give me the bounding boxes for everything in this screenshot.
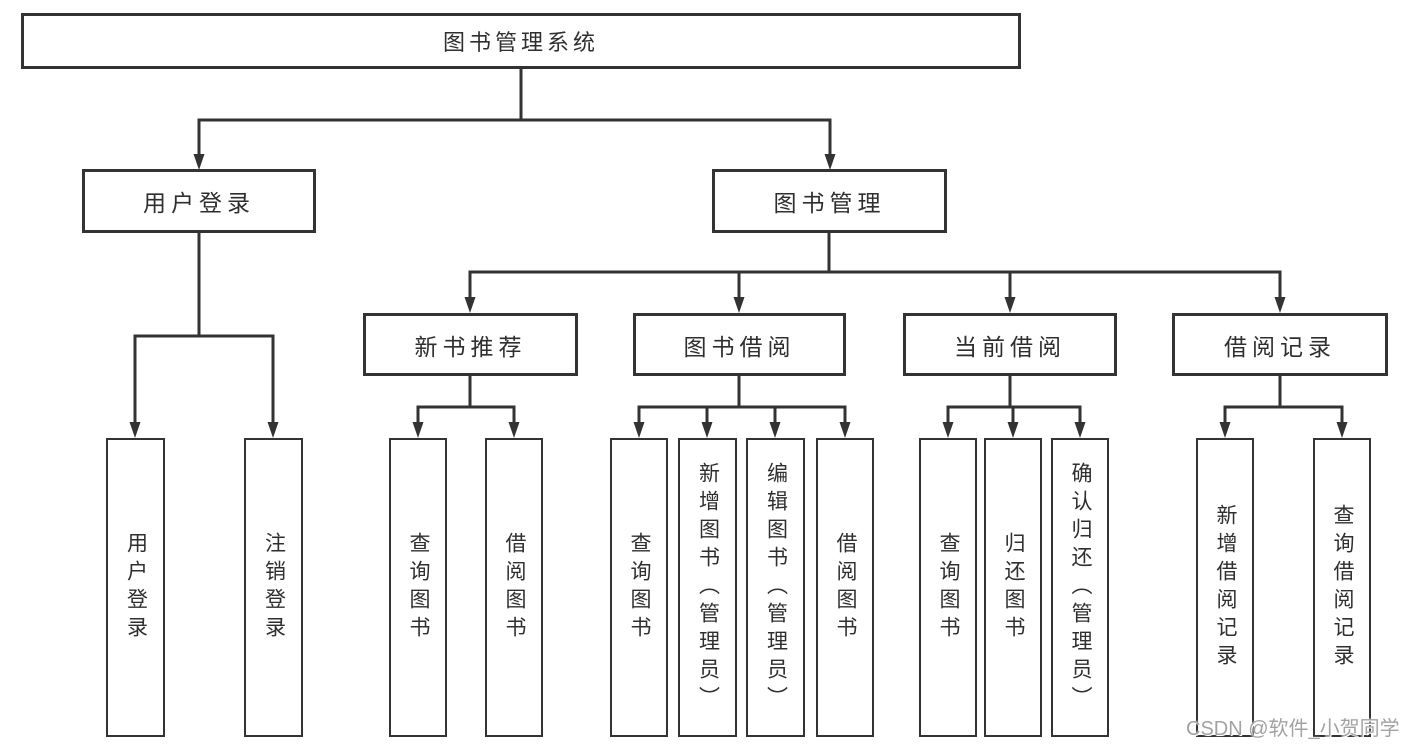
leaf-logout: 注销登录 <box>244 438 303 737</box>
node-new-book-recommendation: 新书推荐 <box>363 313 578 376</box>
node-book-management: 图书管理 <box>712 169 947 233</box>
node-book-borrowing: 图书借阅 <box>633 313 846 376</box>
leaf-borrow-books-borrowing: 借阅图书 <box>816 438 874 737</box>
node-borrowing-records: 借阅记录 <box>1172 313 1388 376</box>
node-label: 查询图书 <box>937 531 960 644</box>
node-label: 新书推荐 <box>414 333 527 360</box>
leaf-borrow-books-recommend: 借阅图书 <box>485 438 543 737</box>
node-label: 新增图书（管理员） <box>696 461 720 714</box>
leaf-query-books-recommend: 查询图书 <box>389 438 447 737</box>
node-label: 归还图书 <box>1002 531 1025 644</box>
node-label: 用户登录 <box>124 531 148 644</box>
node-user-login: 用户登录 <box>82 169 316 233</box>
leaf-query-borrowing-record: 查询借阅记录 <box>1313 438 1371 737</box>
node-current-borrowing: 当前借阅 <box>903 313 1117 376</box>
node-label: 借阅图书 <box>503 531 526 644</box>
node-label: 当前借阅 <box>954 333 1066 360</box>
node-label: 用户登录 <box>143 190 255 216</box>
node-label: 查询借阅记录 <box>1331 503 1354 672</box>
leaf-confirm-return-admin: 确认归还（管理员） <box>1051 438 1109 737</box>
leaf-query-books-current: 查询图书 <box>919 438 977 737</box>
leaf-add-book-admin: 新增图书（管理员） <box>678 438 737 737</box>
node-label: 图书借阅 <box>683 333 796 360</box>
leaf-add-borrowing-record: 新增借阅记录 <box>1196 438 1254 737</box>
node-label: 图书管理 <box>773 190 886 216</box>
node-label: 新增借阅记录 <box>1214 503 1237 672</box>
csdn-watermark: CSDN @软件_小贺同学 <box>1186 718 1400 740</box>
leaf-edit-book-admin: 编辑图书（管理员） <box>746 438 805 737</box>
leaf-return-books: 归还图书 <box>984 438 1042 737</box>
node-label: 注销登录 <box>262 531 286 644</box>
node-label: 查询图书 <box>407 531 430 644</box>
node-label: 图书管理系统 <box>442 30 599 55</box>
node-label: 借阅记录 <box>1224 333 1336 360</box>
leaf-query-books-borrowing: 查询图书 <box>610 438 668 737</box>
node-label: 查询图书 <box>628 531 651 644</box>
node-label: 确认归还（管理员） <box>1069 461 1092 714</box>
node-label: 编辑图书（管理员） <box>764 461 788 714</box>
node-label: 借阅图书 <box>834 531 857 644</box>
leaf-user-login: 用户登录 <box>106 438 165 737</box>
node-root-book-management-system: 图书管理系统 <box>21 13 1021 69</box>
